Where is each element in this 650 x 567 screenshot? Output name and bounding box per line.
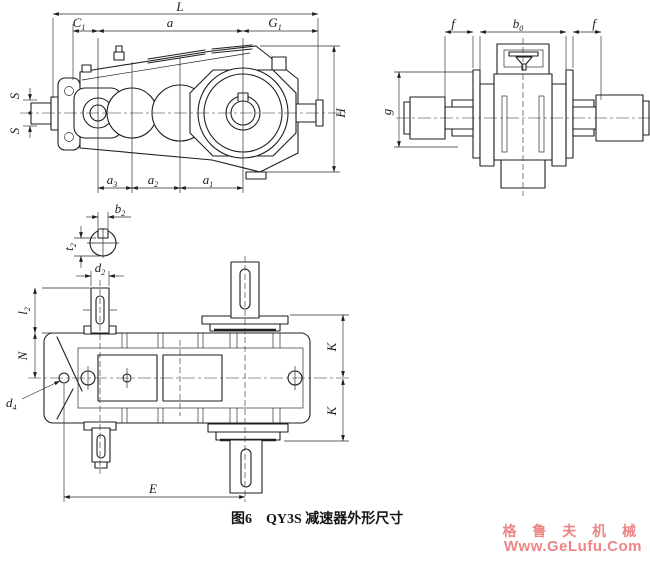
dim-label-a1: a1	[203, 172, 214, 189]
breather-bolt	[113, 51, 125, 61]
end-view-body	[403, 43, 650, 189]
dim-label-f-right: f	[592, 16, 598, 31]
side-view-dimensions: L C1 a G1 H S S a3	[7, 0, 348, 190]
dim-label-C1: C1	[73, 15, 86, 32]
dim-label-a: a	[167, 15, 174, 30]
dim-label-g: g	[379, 108, 394, 115]
plan-view-centerlines	[28, 256, 350, 502]
side-view: L C1 a G1 H S S a3	[7, 0, 348, 193]
figure-title: QY3S 减速器外形尺寸	[266, 512, 404, 527]
dim-label-b2: b2	[115, 201, 126, 218]
dim-label-G1: G1	[268, 15, 281, 32]
plan-view-dimensions: b2 t2 d2 l2 N d4	[6, 201, 349, 502]
dim-label-b0: b0	[513, 16, 524, 33]
side-view-housing	[30, 44, 324, 180]
dim-label-S-top: S	[7, 92, 22, 99]
dim-label-S-bottom: S	[7, 127, 22, 134]
side-view-centerlines	[20, 38, 346, 193]
dim-label-f-left: f	[451, 16, 457, 31]
dim-label-t2: t2	[61, 243, 78, 251]
end-view-centerlines	[396, 38, 650, 196]
dim-label-E: E	[148, 481, 157, 496]
dim-label-d4: d4	[6, 395, 17, 412]
output-shaft-plan-bottom	[229, 439, 263, 494]
dim-label-d2: d2	[95, 260, 106, 277]
watermark-url: Www.GeLufu.Com	[503, 538, 642, 556]
plan-view: b2 t2 d2 l2 N d4	[6, 201, 350, 502]
end-view-dimensions: f b0 f g	[379, 16, 602, 148]
flange-ribs	[121, 333, 281, 423]
figure-caption: 图6 QY3S 减速器外形尺寸	[231, 508, 403, 528]
input-shaft-side	[30, 102, 52, 125]
dim-label-a2: a2	[148, 172, 159, 189]
dim-label-l2: l2	[15, 307, 32, 315]
input-shaft-plan-bottom	[91, 427, 111, 463]
end-view: f b0 f g	[379, 16, 650, 196]
dim-label-L: L	[175, 0, 183, 14]
dim-label-H: H	[333, 108, 348, 119]
dim-label-a3: a3	[107, 172, 118, 189]
figure-number: 图6	[231, 512, 252, 527]
dim-label-K-bottom: K	[324, 405, 339, 416]
dim-label-K-top: K	[324, 341, 339, 352]
watermark: 格 鲁 夫 机 械 Www.GeLufu.Com	[502, 523, 642, 556]
plan-view-housing	[43, 261, 311, 494]
watermark-company-name: 格 鲁 夫 机 械	[502, 523, 642, 539]
shaft-section-detail	[87, 228, 119, 258]
dim-label-N: N	[15, 350, 30, 361]
